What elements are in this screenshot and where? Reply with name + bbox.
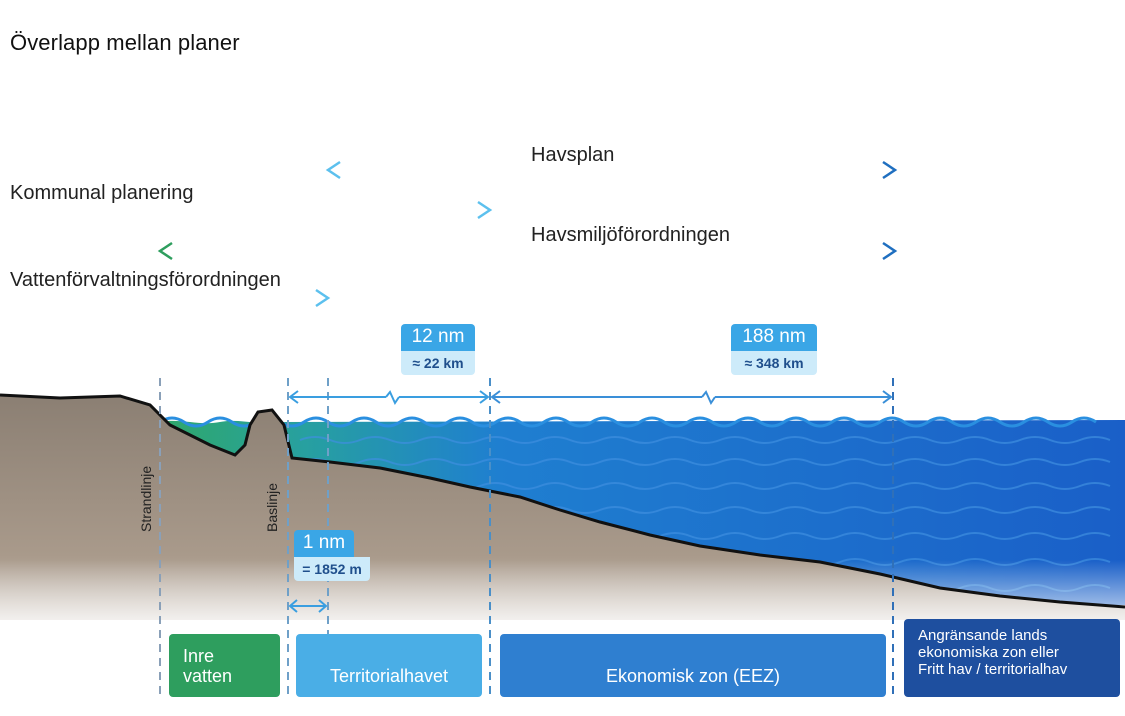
zone-label-line2: ekonomiska zon eller (918, 644, 1059, 661)
arrow-kommunal-planering (0, 200, 493, 220)
distance-nm: 12 nm (401, 324, 475, 351)
distance-km: = 1852 m (294, 557, 370, 581)
zone-label-line1: Inre (183, 646, 215, 666)
plan-label-havsplan: Havsplan (531, 144, 615, 166)
distance-arrow-1nm (288, 599, 328, 613)
zone-angransande: Angränsande lands ekonomiska zon eller F… (904, 619, 1120, 697)
zone-territorialhavet: Territorialhavet (296, 634, 482, 697)
plan-label-havsmiljoforordningen: Havsmiljöförordningen (531, 224, 730, 246)
zone-inre-vatten: Inre vatten (169, 634, 280, 697)
distance-nm: 188 nm (731, 324, 817, 351)
zone-label: Territorialhavet (329, 666, 449, 686)
zone-label: Ekonomisk zon (EEZ) (605, 666, 781, 686)
plan-label-vattenforvaltningsforordningen: Vattenförvaltningsförordningen (10, 269, 281, 291)
page-title: Överlapp mellan planer (10, 30, 240, 55)
shoreline-label: Strandlinje (138, 465, 154, 532)
distance-arrow-12nm (288, 390, 490, 406)
baseline-label: Baslinje (264, 482, 280, 532)
zone-label-line3: Fritt hav / territorialhav (918, 661, 1068, 678)
arrow-havsmiljoforordningen (157, 241, 898, 261)
arrow-vattenforvaltningsforordningen (0, 288, 331, 308)
distance-km: ≈ 22 km (401, 351, 475, 375)
distance-badge-12nm: 12 nm ≈ 22 km (401, 324, 475, 375)
zone-ekonomisk-zon: Ekonomisk zon (EEZ) (500, 634, 886, 697)
distance-arrow-188nm (490, 390, 893, 406)
distance-nm: 1 nm (294, 530, 354, 557)
distance-km: ≈ 348 km (731, 351, 817, 375)
zone-label-line2: vatten (183, 666, 233, 686)
zone-label-line1: Angränsande lands (918, 627, 1048, 644)
arrow-havsplan (325, 160, 898, 180)
plan-label-kommunal-planering: Kommunal planering (10, 182, 194, 204)
distance-badge-1nm: 1 nm = 1852 m (294, 530, 370, 581)
distance-badge-188nm: 188 nm ≈ 348 km (731, 324, 817, 375)
